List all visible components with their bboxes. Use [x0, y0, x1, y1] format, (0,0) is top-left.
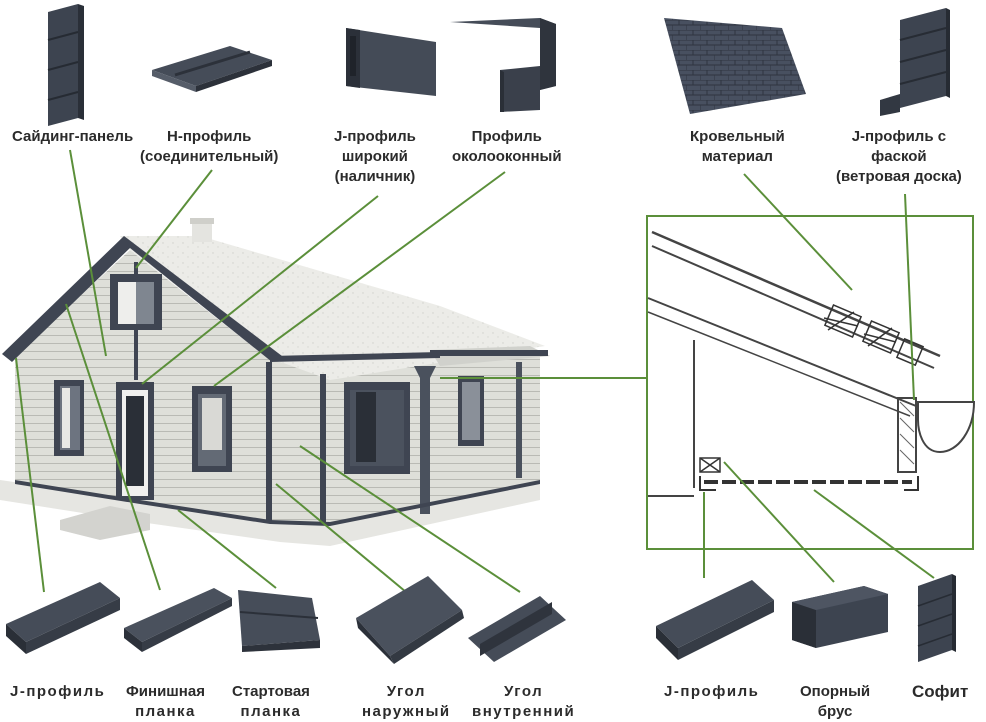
leader-siding-panel — [69, 149, 107, 357]
leader-finish-strip — [65, 303, 161, 591]
leader-roofing — [743, 173, 853, 291]
j-profile-wide-product — [346, 28, 436, 96]
label-j-profile-bevel: J-профиль с фаской (ветровая доска) — [836, 128, 962, 185]
label-siding-panel: Сайдинг-панель — [12, 128, 134, 145]
j-profile-bottom-product — [6, 582, 120, 654]
label-finish-strip: Финишная планка — [126, 683, 205, 720]
finish-strip-product — [124, 588, 232, 652]
start-strip-product — [238, 590, 320, 652]
label-roofing: Кровельный материал — [690, 128, 785, 165]
roof-eave-detail — [646, 215, 976, 550]
leader-j-profile-bevel — [904, 193, 915, 401]
leader-window-profile — [213, 171, 506, 387]
inner-corner-product — [468, 596, 566, 662]
roofing-material-product — [664, 18, 806, 114]
outer-corner-product — [356, 576, 464, 664]
label-window-profile: Профиль околооконный — [452, 128, 562, 165]
leader-j-profile-wide — [141, 195, 379, 385]
j-profile-bevel-product — [880, 8, 950, 116]
leader-start-strip — [177, 509, 277, 589]
leader-j-profile-bottom — [15, 357, 45, 593]
j-profile-right-product — [656, 580, 774, 660]
leader-soffit — [813, 489, 935, 579]
leader-h-profile — [135, 169, 213, 269]
label-start-strip: Стартовая планка — [232, 683, 310, 720]
label-h-profile: Н-профиль (соединительный) — [140, 128, 279, 165]
leader-inner-corner — [299, 445, 521, 593]
window-profile-product — [450, 18, 556, 112]
leader-support-beam — [723, 461, 835, 583]
soffit-product — [917, 574, 956, 662]
leader-outer-corner — [275, 483, 407, 593]
label-soffit: Софит — [912, 682, 969, 701]
leader-lines — [15, 149, 935, 593]
h-profile-product — [152, 46, 272, 92]
label-support-beam: Опорный брус — [800, 683, 871, 720]
label-outer-corner: Угол наружный — [362, 683, 451, 720]
label-j-profile-bottom: J-профиль — [10, 683, 106, 700]
house-illustration — [0, 218, 550, 546]
siding-panel-product — [47, 4, 84, 126]
label-j-profile-right: J-профиль — [664, 683, 760, 700]
label-j-profile-wide: J-профиль широкий (наличник) — [334, 128, 416, 185]
label-inner-corner: Угол внутренний — [472, 683, 576, 720]
support-beam-product — [792, 586, 888, 648]
